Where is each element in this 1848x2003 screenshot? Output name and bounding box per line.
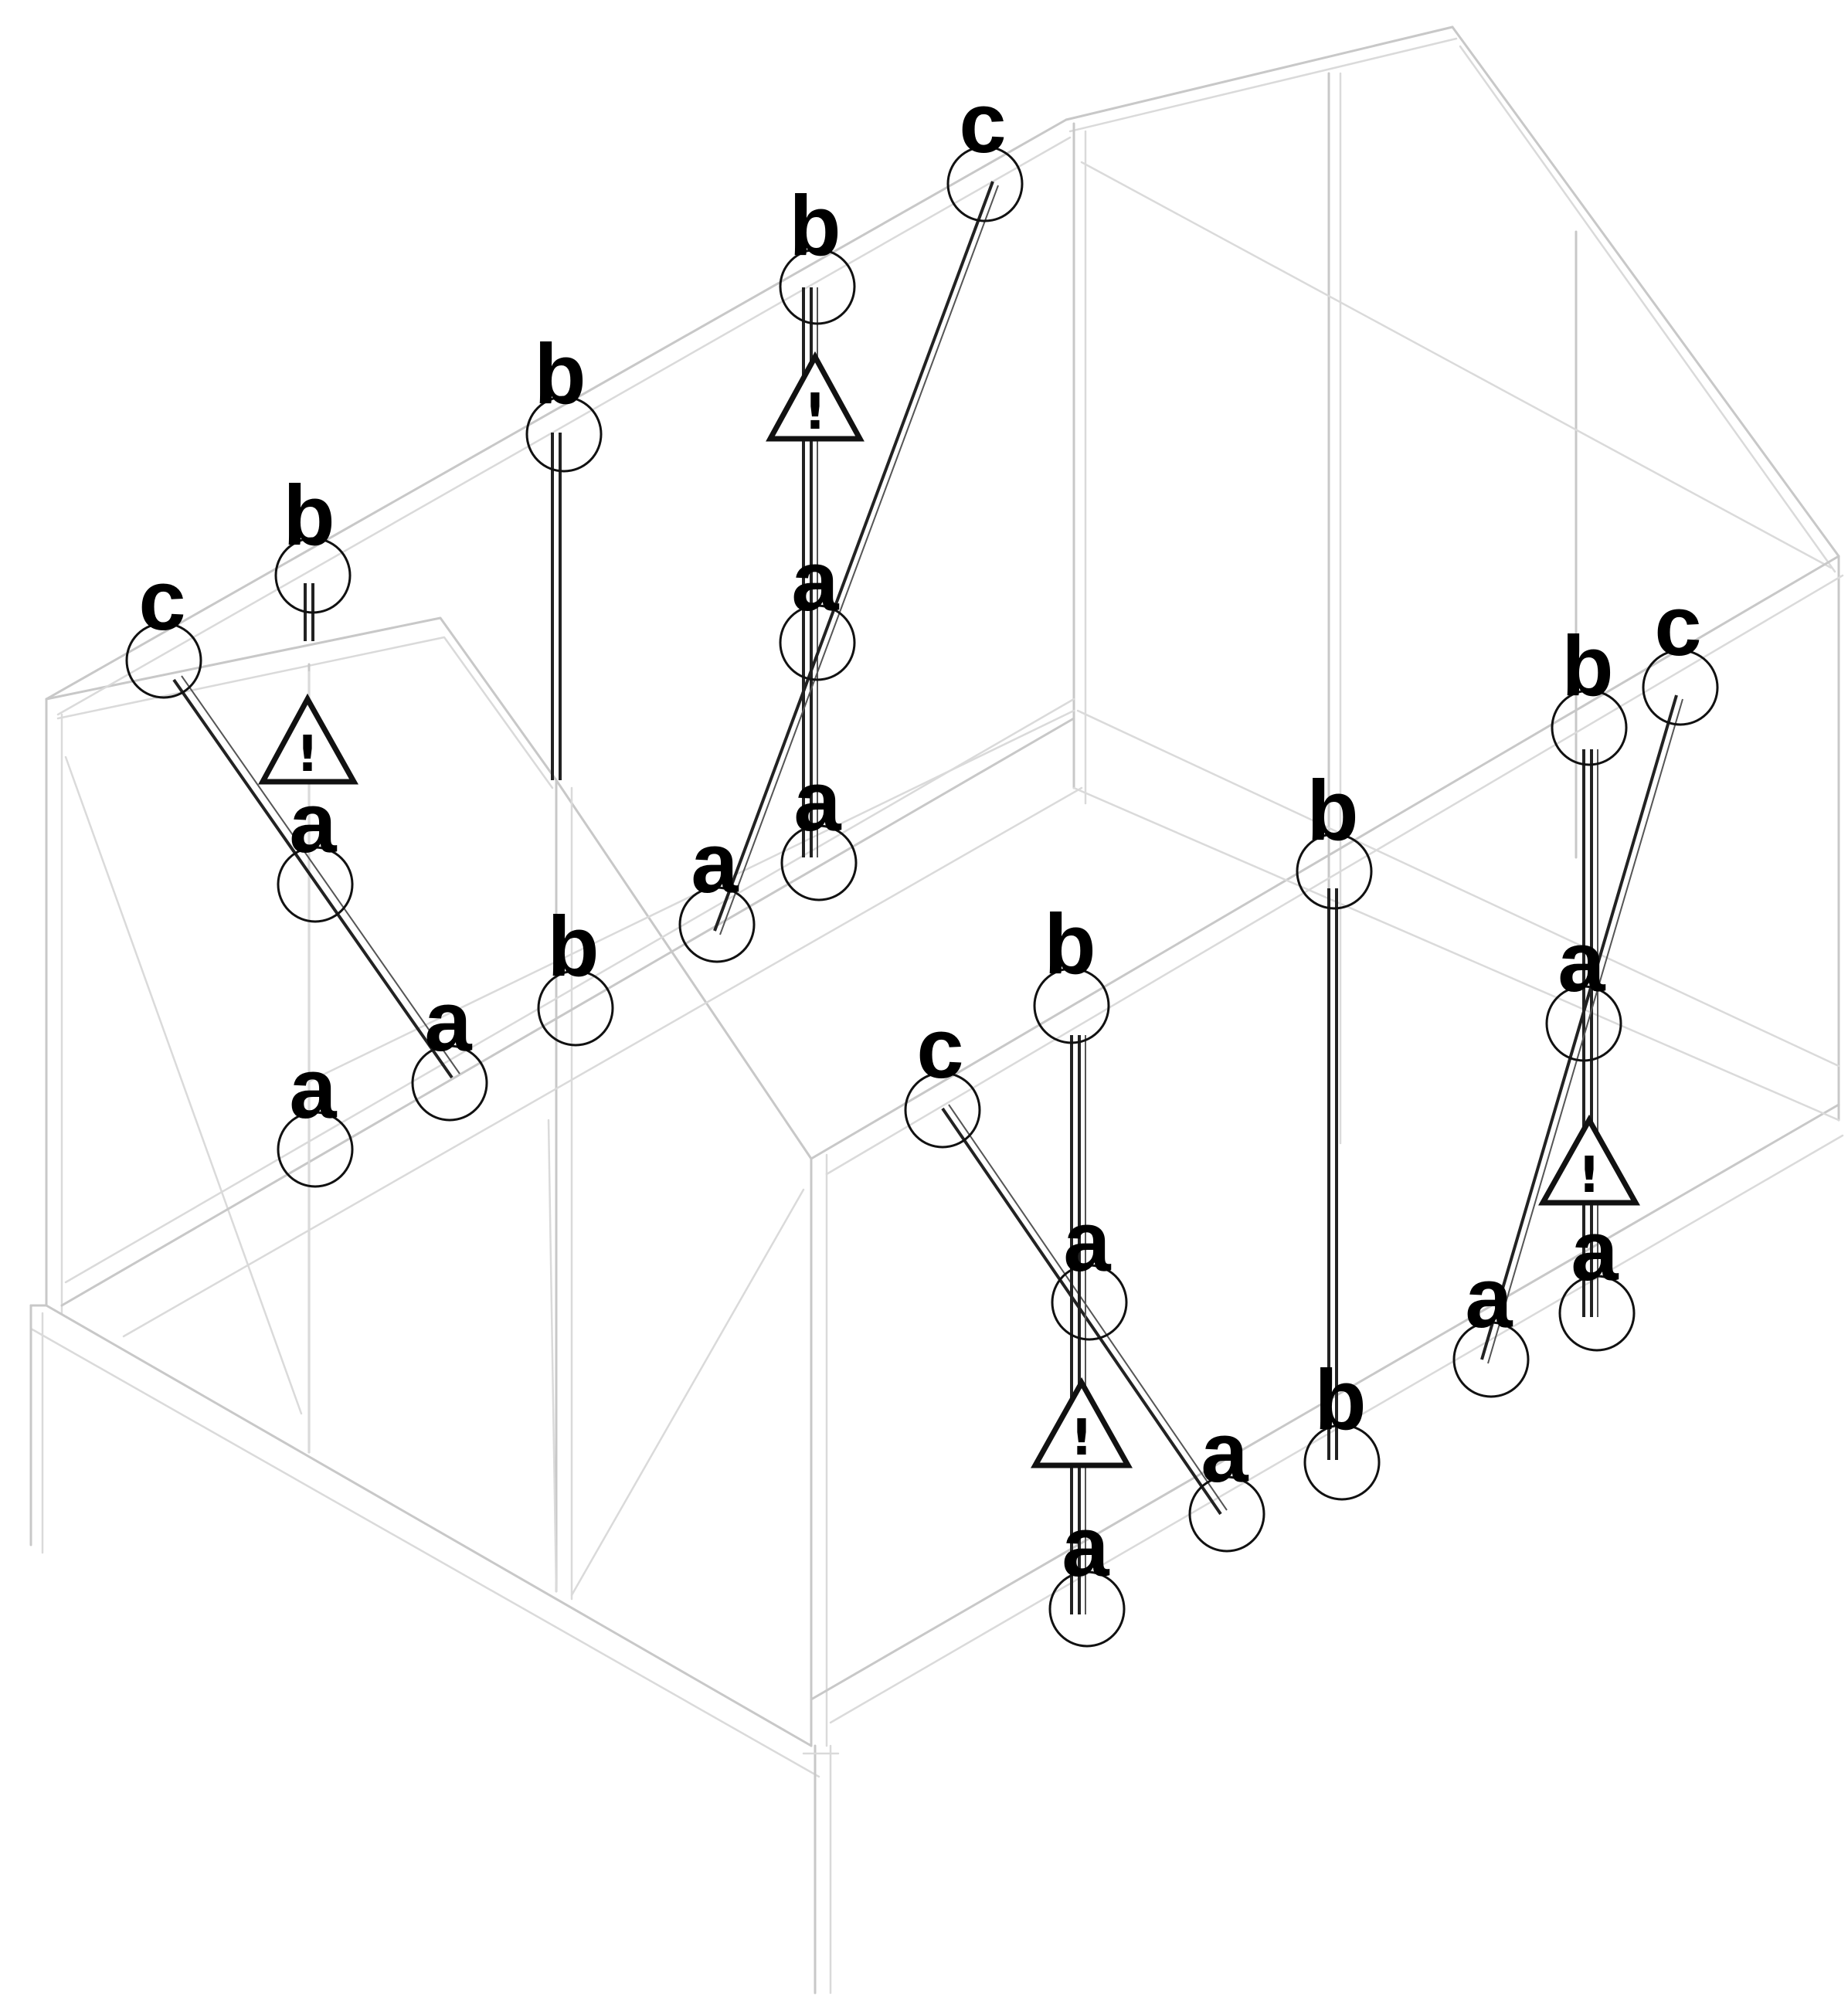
diagonal-strut-lower — [941, 1107, 1222, 1516]
callout-c-right: c — [1642, 579, 1719, 726]
warnings: ! ! ! ! — [258, 351, 1640, 1468]
svg-text:b: b — [283, 468, 335, 563]
svg-text:a: a — [424, 974, 472, 1069]
callout-a-lower-bottom: a — [1048, 1499, 1126, 1648]
svg-text:!: ! — [296, 726, 318, 783]
callout-a-upper-mid: a — [779, 534, 856, 681]
front-sill — [29, 1304, 813, 1747]
svg-text:a: a — [1465, 1251, 1513, 1346]
svg-text:a: a — [289, 776, 337, 871]
svg-text:a: a — [791, 534, 839, 629]
svg-text:a: a — [1063, 1194, 1111, 1289]
left-eave — [45, 118, 1068, 701]
callout-b-upper: b — [779, 178, 856, 325]
svg-text:c: c — [138, 553, 185, 648]
callout-a-diagonal-upper: a — [678, 816, 756, 963]
warning-triangle-icon: ! — [1031, 1377, 1133, 1468]
left-lower-rail — [60, 717, 1075, 1307]
callout-a-right-diagonal: a — [1452, 1251, 1530, 1398]
callout-a-right-mid: a — [1545, 915, 1622, 1062]
svg-text:a: a — [691, 816, 739, 911]
front-gable-roofline — [45, 616, 813, 1160]
callout-b-left-tall: b — [525, 327, 603, 473]
warning-triangle-icon: ! — [258, 693, 358, 785]
callout-b-lower-mid: b — [1296, 763, 1373, 910]
svg-text:c: c — [959, 76, 1006, 171]
warning-triangle-icon: ! — [1538, 1114, 1640, 1206]
svg-text:a: a — [1201, 1405, 1248, 1500]
svg-text:a: a — [1062, 1499, 1109, 1594]
svg-text:a: a — [793, 754, 841, 849]
svg-text:!: ! — [1578, 1147, 1600, 1204]
svg-text:c: c — [916, 1001, 963, 1096]
callout-b-left-short: b — [274, 468, 352, 614]
greenhouse-frame — [29, 25, 1844, 1995]
callout-a-left-mid: a — [277, 776, 354, 923]
struts — [172, 181, 1683, 1614]
svg-text:!: ! — [1070, 1410, 1092, 1467]
callout-a-left-diagonal: a — [411, 974, 488, 1122]
svg-text:b: b — [1561, 619, 1613, 714]
callout-c-left: c — [125, 553, 202, 699]
svg-text:c: c — [1654, 579, 1701, 674]
callout-b-door: b — [537, 899, 614, 1047]
callout-a-upper-low: a — [780, 754, 858, 901]
svg-text:a: a — [1571, 1203, 1619, 1299]
svg-text:a: a — [1558, 915, 1605, 1010]
ridge-beam — [1065, 25, 1454, 121]
diagonal-strut-left — [172, 678, 454, 1079]
svg-text:!: ! — [803, 384, 826, 441]
svg-text:b: b — [789, 178, 841, 273]
callout-b-lower-left: b — [1033, 897, 1110, 1044]
callout-a-lower-mid: a — [1051, 1194, 1128, 1341]
callout-a-left-low: a — [277, 1041, 354, 1188]
callouts: c b b b c a a a — [125, 76, 1719, 1648]
callout-c-upper: c — [946, 76, 1024, 222]
right-eave — [810, 555, 1840, 1160]
svg-text:b: b — [1314, 1353, 1366, 1448]
svg-text:a: a — [289, 1041, 337, 1136]
callout-b-lower-bottom: b — [1303, 1353, 1381, 1501]
callout-b-right: b — [1551, 619, 1628, 766]
diagonal-strut-upper — [713, 181, 994, 932]
back-gable-right-rafter — [1451, 25, 1840, 558]
svg-text:b: b — [1044, 897, 1096, 992]
diagonal-strut-right — [1480, 694, 1678, 1360]
svg-text:b: b — [534, 327, 586, 422]
svg-text:b: b — [547, 899, 599, 994]
warning-triangle-icon: ! — [766, 351, 865, 442]
callout-c-lower: c — [904, 1001, 981, 1149]
callout-a-right-bottom: a — [1558, 1203, 1636, 1352]
right-sill — [810, 1103, 1840, 1701]
svg-text:b: b — [1306, 763, 1358, 858]
callout-a-lower-diagonal: a — [1188, 1405, 1265, 1553]
